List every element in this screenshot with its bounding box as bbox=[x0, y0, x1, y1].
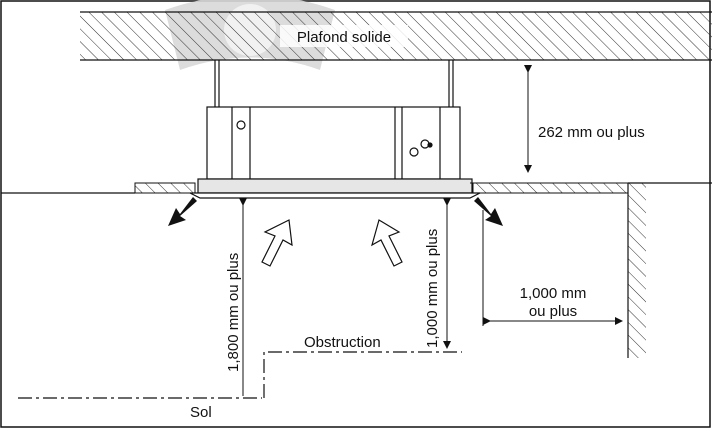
ceiling-clearance-label: 262 mm ou plus bbox=[538, 124, 645, 141]
left-height-label: 1,800 mm ou plus bbox=[225, 253, 242, 372]
floor-line: Sol bbox=[18, 397, 262, 421]
ceiling-label: Plafond solide bbox=[297, 29, 391, 46]
obstruction-line: Obstruction bbox=[263, 334, 462, 398]
airflow-intake-arrow bbox=[261, 219, 403, 267]
left-height-dimension: 1,800 mm ou plus bbox=[225, 198, 247, 396]
side-clearance-label-line2: ou plus bbox=[529, 303, 577, 320]
floor-label: Sol bbox=[190, 404, 212, 421]
decoration-panel bbox=[189, 178, 481, 199]
airflow-outlet-arrow bbox=[168, 197, 503, 226]
side-clearance-dimension: 1,000 mm ou plus bbox=[482, 210, 623, 326]
side-wall bbox=[627, 182, 712, 358]
right-height-label: 1,000 mm ou plus bbox=[424, 229, 441, 348]
obstruction-label: Obstruction bbox=[304, 334, 381, 351]
solid-ceiling: Plafond solide bbox=[80, 11, 712, 61]
ceiling-clearance-dimension: 262 mm ou plus bbox=[455, 59, 712, 184]
right-height-dimension: 1,000 mm ou plus bbox=[424, 198, 451, 349]
side-clearance-label-line1: 1,000 mm bbox=[520, 285, 587, 302]
cassette-unit bbox=[206, 106, 461, 180]
